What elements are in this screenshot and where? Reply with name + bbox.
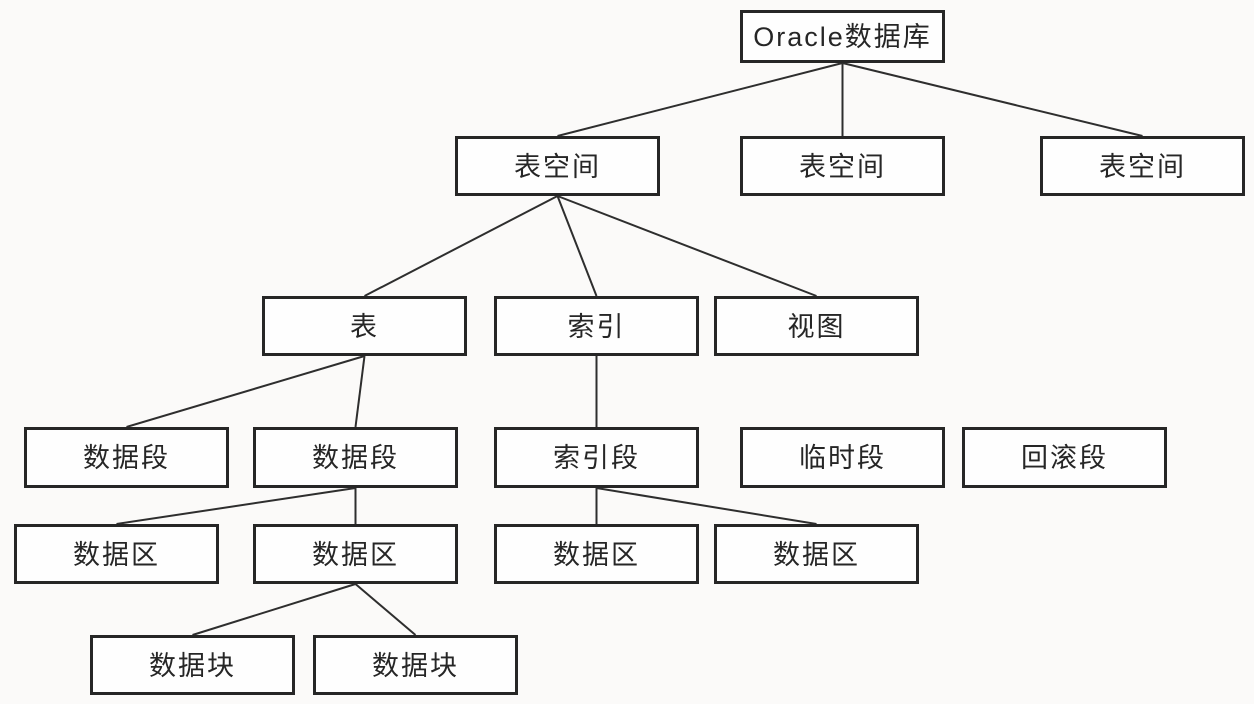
edge-oracle-database-to-tablespace-1 bbox=[557, 62, 843, 137]
node-data-extent-4: 数据区 bbox=[714, 524, 919, 584]
node-label-index-segment: 索引段 bbox=[553, 443, 640, 473]
node-data-extent-3: 数据区 bbox=[494, 524, 699, 584]
node-data-block-1: 数据块 bbox=[90, 635, 295, 695]
node-label-oracle-database: Oracle数据库 bbox=[753, 22, 932, 52]
node-label-data-segment-1: 数据段 bbox=[83, 443, 170, 473]
node-label-table: 表 bbox=[350, 311, 379, 342]
node-label-view: 视图 bbox=[787, 311, 846, 342]
node-tablespace-2: 表空间 bbox=[740, 136, 945, 196]
node-tablespace-1: 表空间 bbox=[455, 136, 660, 196]
edge-table-to-data-segment-2 bbox=[354, 355, 366, 428]
node-temp-segment: 临时段 bbox=[740, 427, 945, 488]
node-data-segment-2: 数据段 bbox=[253, 427, 458, 488]
edge-data-segment-2-to-data-extent-1 bbox=[116, 487, 356, 525]
edge-data-extent-2-to-data-block-1 bbox=[192, 583, 356, 636]
node-label-data-segment-2: 数据段 bbox=[312, 443, 399, 473]
edge-data-extent-2-to-data-block-2 bbox=[354, 583, 417, 636]
node-label-tablespace-3: 表空间 bbox=[1099, 151, 1186, 182]
node-index: 索引 bbox=[494, 296, 699, 356]
node-label-data-block-1: 数据块 bbox=[149, 650, 236, 681]
node-data-extent-2: 数据区 bbox=[253, 524, 458, 584]
node-view: 视图 bbox=[714, 296, 919, 356]
node-index-segment: 索引段 bbox=[494, 427, 699, 488]
node-data-block-2: 数据块 bbox=[313, 635, 518, 695]
node-label-tablespace-1: 表空间 bbox=[514, 151, 601, 182]
node-data-segment-1: 数据段 bbox=[24, 427, 229, 488]
node-label-data-block-2: 数据块 bbox=[372, 650, 459, 681]
edge-oracle-database-to-tablespace-3 bbox=[842, 62, 1143, 137]
edge-tablespace-1-to-index bbox=[556, 195, 598, 297]
node-label-temp-segment: 临时段 bbox=[799, 443, 886, 473]
node-table: 表 bbox=[262, 296, 467, 356]
node-label-data-extent-3: 数据区 bbox=[553, 539, 640, 570]
node-label-data-extent-1: 数据区 bbox=[73, 539, 160, 570]
node-label-data-extent-2: 数据区 bbox=[312, 539, 399, 570]
node-oracle-database: Oracle数据库 bbox=[740, 10, 945, 63]
node-data-extent-1: 数据区 bbox=[14, 524, 219, 584]
edge-tablespace-1-to-view bbox=[557, 195, 817, 297]
edge-table-to-data-segment-1 bbox=[126, 355, 365, 428]
edge-tablespace-1-to-table bbox=[364, 195, 558, 297]
node-label-data-extent-4: 数据区 bbox=[773, 539, 860, 570]
node-label-tablespace-2: 表空间 bbox=[799, 151, 886, 182]
node-rollback-segment: 回滚段 bbox=[962, 427, 1167, 488]
node-label-index: 索引 bbox=[567, 311, 626, 342]
node-tablespace-3: 表空间 bbox=[1040, 136, 1245, 196]
edge-index-segment-to-data-extent-4 bbox=[596, 487, 817, 525]
node-label-rollback-segment: 回滚段 bbox=[1021, 443, 1108, 473]
